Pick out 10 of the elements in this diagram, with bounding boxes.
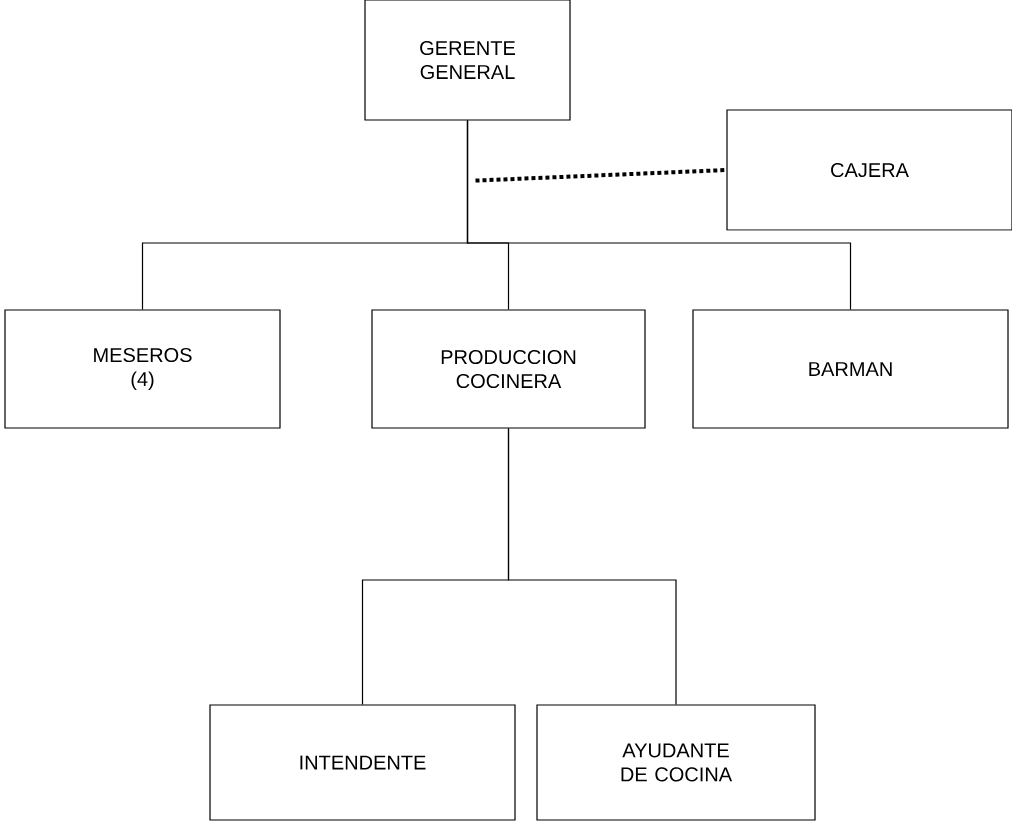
connector-line xyxy=(466,120,852,310)
connector-line xyxy=(507,428,677,705)
org-box: INTENDENTE xyxy=(209,704,516,821)
org-box: GERENTE GENERAL xyxy=(364,0,571,121)
org-box: PRODUCCION COCINERA xyxy=(371,309,646,429)
org-box: MESEROS (4) xyxy=(4,309,281,429)
org-box: CAJERA xyxy=(726,109,1012,231)
dotted-line xyxy=(475,168,727,183)
org-box: BARMAN xyxy=(692,309,1009,429)
org-box: AYUDANTE DE COCINA xyxy=(536,704,816,821)
